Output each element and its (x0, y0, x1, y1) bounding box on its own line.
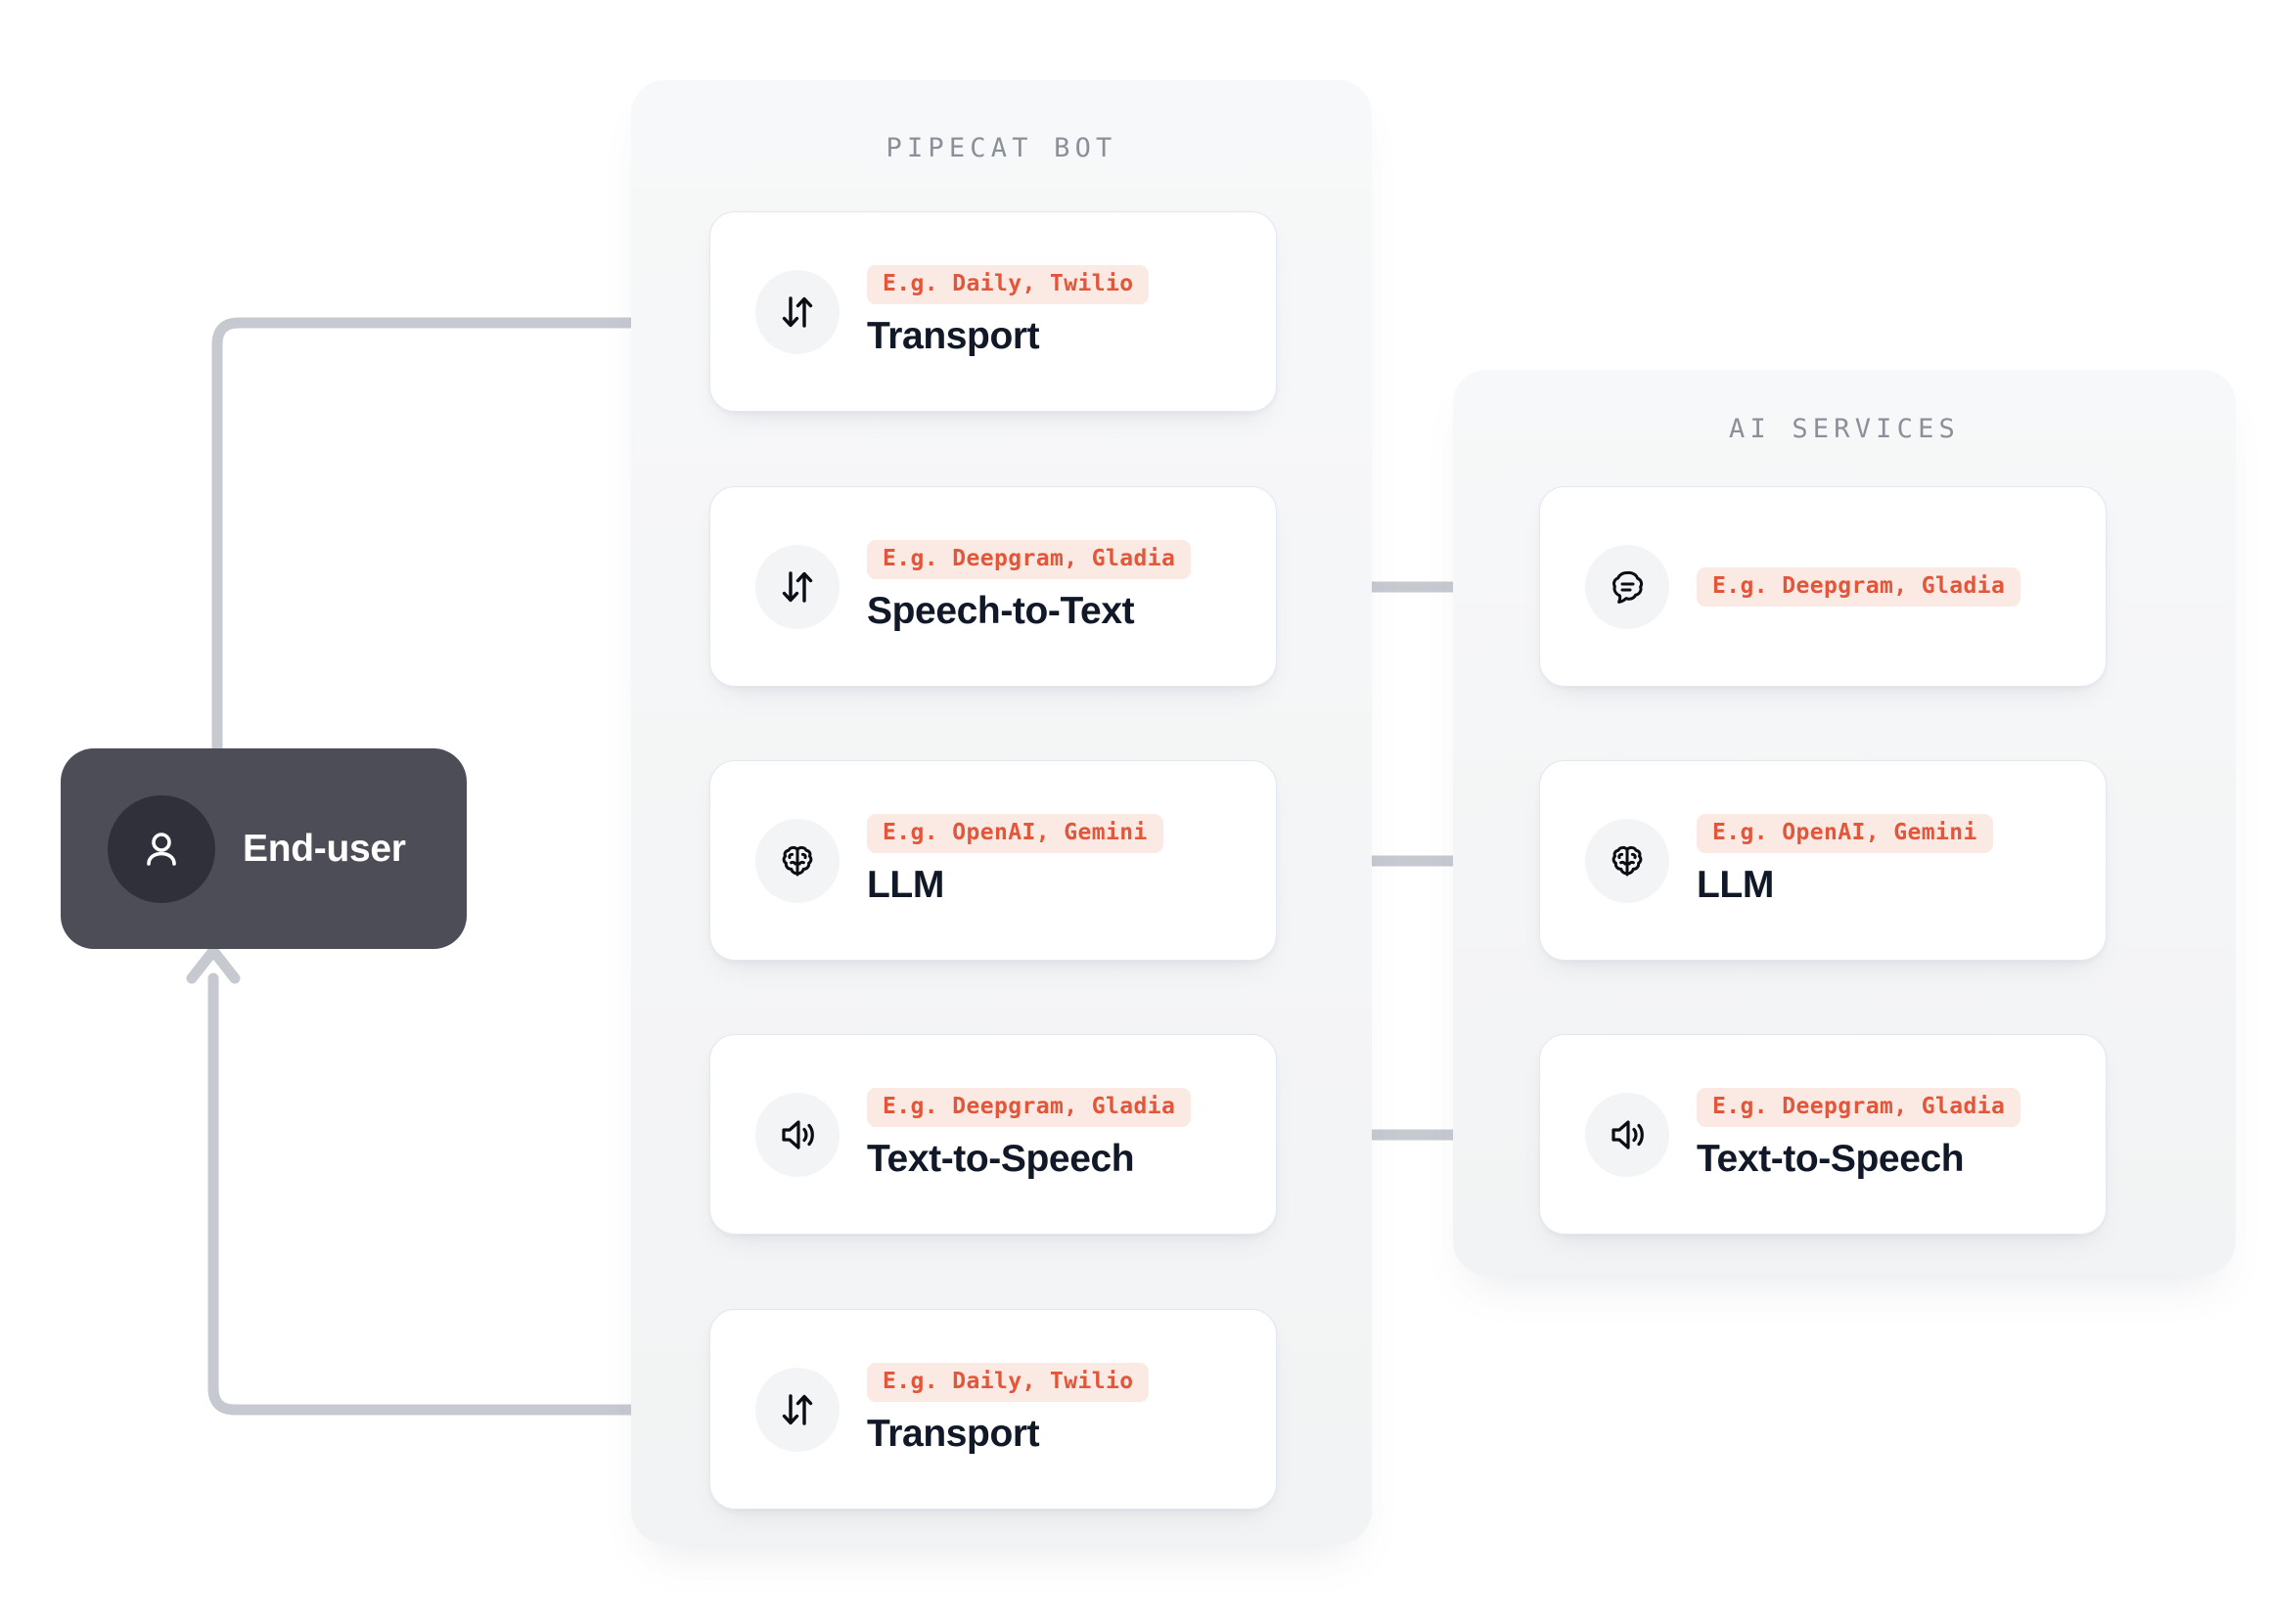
brain-icon (755, 818, 840, 903)
ai-services-panel-title: AI SERVICES (1728, 414, 1960, 444)
card-body: E.g. Daily, Twilio Transport (867, 264, 1150, 359)
transfer-vertical-icon (755, 544, 840, 629)
speech-bubble-icon (1585, 544, 1669, 629)
card-badge: E.g. Deepgram, Gladia (1697, 1087, 2021, 1127)
card-speech-to-text[interactable]: E.g. Deepgram, Gladia Speech-to-Text (709, 486, 1277, 687)
end-user-node[interactable]: End-user (61, 748, 467, 949)
card-title: LLM (867, 863, 944, 906)
card-title: Transport (867, 1412, 1040, 1455)
card-title: Text-to-Speech (1697, 1137, 1965, 1180)
card-badge: E.g. Deepgram, Gladia (1697, 566, 2021, 607)
card-text-to-speech[interactable]: E.g. Deepgram, Gladia Text-to-Speech (709, 1034, 1277, 1235)
card-body: E.g. OpenAI, Gemini LLM (1697, 813, 1993, 908)
card-badge: E.g. Deepgram, Gladia (867, 1087, 1192, 1127)
card-service-llm[interactable]: E.g. OpenAI, Gemini LLM (1539, 760, 2107, 961)
card-title: LLM (1697, 863, 1774, 906)
card-service-speech-to-text[interactable]: E.g. Deepgram, Gladia (1539, 486, 2107, 687)
pipecat-bot-panel-title: PIPECAT BOT (885, 133, 1117, 163)
card-transport-in[interactable]: E.g. Daily, Twilio Transport (709, 211, 1277, 412)
card-body: E.g. Deepgram, Gladia Text-to-Speech (867, 1087, 1192, 1182)
speaker-icon (755, 1092, 840, 1177)
person-icon (108, 794, 215, 903)
card-body: E.g. Deepgram, Gladia Text-to-Speech (1697, 1087, 2021, 1182)
card-badge: E.g. OpenAI, Gemini (1697, 813, 1993, 853)
transfer-vertical-icon (755, 269, 840, 354)
end-user-label: End-user (243, 827, 406, 870)
card-badge: E.g. OpenAI, Gemini (867, 813, 1163, 853)
card-service-text-to-speech[interactable]: E.g. Deepgram, Gladia Text-to-Speech (1539, 1034, 2107, 1235)
card-body: E.g. Deepgram, Gladia Speech-to-Text (867, 539, 1192, 634)
brain-icon (1585, 818, 1669, 903)
card-title: Transport (867, 314, 1040, 357)
card-body: E.g. Deepgram, Gladia (1697, 566, 2021, 607)
card-title: Speech-to-Text (867, 589, 1135, 632)
card-body: E.g. Daily, Twilio Transport (867, 1362, 1150, 1457)
card-body: E.g. OpenAI, Gemini LLM (867, 813, 1163, 908)
card-transport-out[interactable]: E.g. Daily, Twilio Transport (709, 1309, 1277, 1510)
card-badge: E.g. Daily, Twilio (867, 264, 1150, 304)
card-badge: E.g. Daily, Twilio (867, 1362, 1150, 1402)
transfer-vertical-icon (755, 1367, 840, 1452)
card-title: Text-to-Speech (867, 1137, 1135, 1180)
speaker-icon (1585, 1092, 1669, 1177)
card-badge: E.g. Deepgram, Gladia (867, 539, 1192, 579)
card-llm[interactable]: E.g. OpenAI, Gemini LLM (709, 760, 1277, 961)
